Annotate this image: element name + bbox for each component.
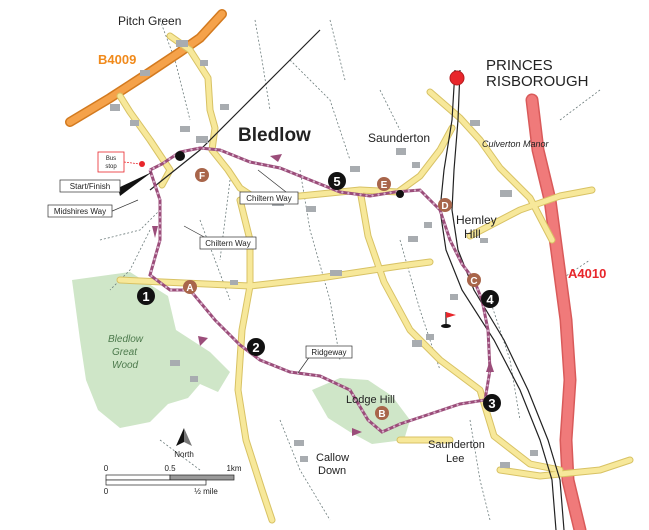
place-callow-down-line1: Callow — [316, 452, 349, 464]
place-callow-down-line2: Down — [318, 465, 346, 477]
waypoint-b-label: B — [378, 409, 385, 420]
scale-km-1: 1km — [226, 464, 241, 473]
place-hemley-hill-line1: Hemley — [456, 213, 497, 227]
callout-midshires-way: Midshires Way — [47, 199, 139, 218]
waypoint-d-label: D — [441, 201, 448, 212]
callout-chiltern-way-1-label: Chiltern Way — [246, 194, 292, 203]
callout-midshires-way-label: Midshires Way — [54, 207, 106, 216]
place-bledlow-great-wood-line2: Great — [112, 347, 138, 358]
golf-flag-icon — [441, 312, 456, 328]
place-saunderton-lee-line1: Saunderton — [428, 439, 485, 451]
waypoint-d — [438, 198, 452, 212]
bledlow-great-wood — [72, 272, 230, 428]
scale-km-0: 0 — [104, 464, 109, 473]
callout-bus-stop-line1: Bus — [106, 156, 116, 162]
waypoint-1 — [137, 287, 155, 305]
waypoint-a — [183, 280, 197, 294]
waypoint-2 — [247, 338, 265, 356]
bus-stop-icon — [139, 161, 145, 167]
waypoint-5-label: 5 — [333, 174, 340, 189]
waypoint-3 — [483, 394, 501, 412]
waypoint-a-label: A — [186, 283, 193, 294]
waypoint-2-label: 2 — [252, 340, 259, 355]
scale-bar: 0 0.5 1km 0 ½ mile — [104, 464, 242, 496]
waypoint-4-label: 4 — [486, 292, 494, 307]
place-saunderton-lee-line2: Lee — [446, 453, 464, 465]
callout-ridgeway-label: Ridgeway — [311, 348, 346, 357]
place-pitch-green: Pitch Green — [118, 14, 181, 28]
buildings — [110, 40, 538, 468]
waypoint-f — [195, 168, 209, 182]
lettered-waypoints: A B C D E F — [183, 168, 481, 420]
callout-start-finish-label: Start/Finish — [70, 182, 110, 191]
callout-bus-stop-line2: stop — [105, 164, 117, 170]
waypoint-3-label: 3 — [488, 396, 495, 411]
waypoint-e — [377, 177, 391, 191]
minor-roads — [116, 32, 634, 524]
place-princes-risborough-line2: RISBOROUGH — [486, 73, 589, 90]
callout-start-finish: Start/Finish — [59, 179, 121, 193]
scale-mile-0: 0 — [104, 487, 109, 496]
railway-lines — [149, 29, 565, 530]
road-label-b4009: B4009 — [98, 52, 136, 67]
callout-chiltern-way-2: Chiltern Way — [183, 225, 257, 250]
waypoint-1-label: 1 — [142, 289, 149, 304]
waypoint-c — [467, 273, 481, 287]
north-arrow: North — [174, 428, 194, 459]
start-finish-arrow-icon — [118, 172, 152, 196]
waypoint-b — [375, 406, 389, 420]
callout-chiltern-way-2-label: Chiltern Way — [205, 239, 251, 248]
callout-bus-stop: Bus stop — [97, 151, 125, 173]
place-bledlow: Bledlow — [238, 125, 311, 146]
place-hemley-hill-line2: Hill — [464, 227, 481, 241]
scale-km-half: 0.5 — [164, 464, 176, 473]
place-culverton-manor: Culverton Manor — [482, 139, 550, 149]
place-princes-risborough-line1: PRINCES — [486, 57, 553, 74]
church-icon — [396, 190, 404, 198]
callout-chiltern-way-1: Chiltern Way — [239, 169, 299, 205]
callout-ridgeway: Ridgeway — [297, 345, 353, 374]
place-bledlow-great-wood-line3: Wood — [112, 360, 139, 371]
route-direction-arrows — [152, 154, 494, 436]
north-label: North — [174, 450, 194, 459]
place-saunderton: Saunderton — [368, 131, 430, 145]
numbered-waypoints: 1 2 3 4 5 — [137, 172, 501, 412]
place-lodge-hill: Lodge Hill — [346, 394, 395, 406]
waypoint-5 — [328, 172, 346, 190]
place-bledlow-great-wood-line1: Bledlow — [108, 334, 144, 345]
waypoint-4 — [481, 290, 499, 308]
waypoint-c-label: C — [470, 276, 477, 287]
church-icon — [175, 151, 185, 161]
scale-mile-half: ½ mile — [194, 487, 218, 496]
road-label-a4010: A4010 — [568, 266, 606, 281]
town-marker-icon — [449, 70, 465, 86]
waypoint-e-label: E — [381, 180, 388, 191]
waypoint-f-label: F — [199, 171, 205, 182]
